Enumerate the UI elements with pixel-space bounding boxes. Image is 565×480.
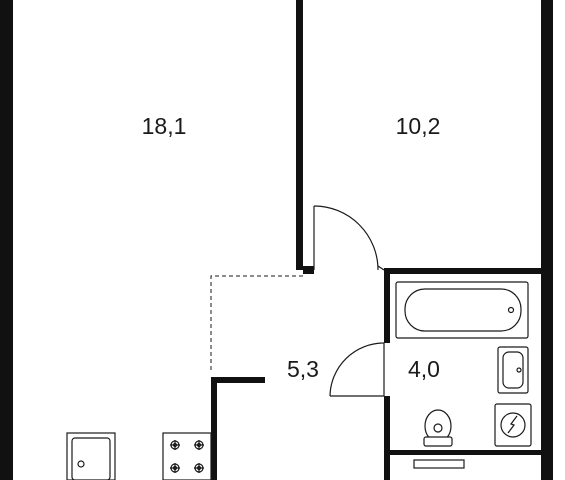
- hall-kitchen-wall-horizontal: [211, 377, 265, 383]
- living-room-area-label: 18,1: [142, 113, 187, 139]
- burner: [170, 463, 180, 473]
- hallway-area-label: 5,3: [287, 356, 319, 382]
- bedroom-door-jamb: [377, 265, 385, 271]
- washing-machine: [494, 403, 532, 447]
- bathroom-top-wall: [384, 268, 541, 274]
- bedroom-door-swing: [313, 205, 379, 271]
- bathroom-threshold-bar: [413, 459, 465, 469]
- bathtub: [395, 281, 529, 339]
- bathroom-door-swing: [329, 342, 385, 397]
- left-outer-wall: [0, 0, 13, 480]
- bathroom-area-label: 4,0: [408, 356, 440, 382]
- hall-kitchen-wall-vertical: [211, 377, 217, 480]
- bathroom-left-wall-upper: [384, 268, 390, 343]
- right-outer-wall: [541, 0, 553, 480]
- doors: [313, 205, 385, 397]
- burner: [194, 463, 204, 473]
- sink: [497, 346, 529, 394]
- bedroom-area-label: 10,2: [396, 113, 441, 139]
- kitchen-sink: [66, 432, 116, 480]
- burner: [194, 440, 204, 450]
- toilet: [423, 409, 453, 447]
- walls: [0, 0, 553, 480]
- partition-wall-upper: [296, 0, 303, 270]
- partition-wall-stub: [303, 266, 314, 274]
- bathroom-bottom-wall: [390, 450, 541, 455]
- burner: [170, 440, 180, 450]
- stove: [162, 432, 212, 480]
- open-boundary-dashed: [210, 275, 303, 372]
- bathroom-left-wall-lower: [384, 396, 390, 480]
